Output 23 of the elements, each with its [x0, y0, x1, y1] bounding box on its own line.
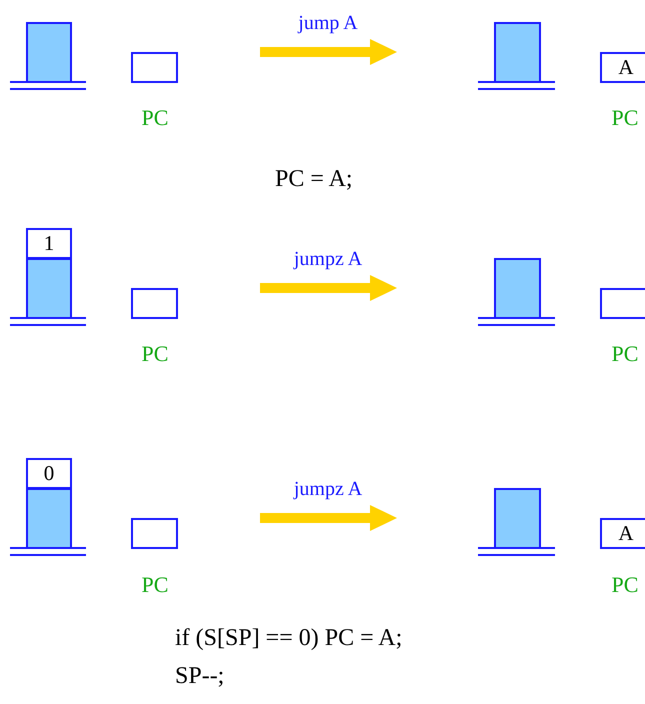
register-box	[131, 52, 178, 83]
stack-block	[494, 258, 541, 319]
stack-block	[26, 258, 72, 319]
register-box	[600, 288, 645, 319]
register-label: PC	[612, 572, 638, 598]
register-box: A	[600, 518, 645, 549]
code-text: PC = A;	[275, 166, 353, 193]
code-text: SP--;	[175, 663, 224, 690]
register-box: A	[600, 52, 645, 83]
register-box	[131, 288, 178, 319]
register-label: PC	[142, 572, 168, 598]
stack-block	[494, 488, 541, 549]
register-label: PC	[612, 105, 638, 131]
register-box	[131, 518, 178, 549]
stack-block	[26, 22, 72, 83]
register-label: PC	[612, 341, 638, 367]
register-label: PC	[142, 105, 168, 131]
register-label: PC	[142, 341, 168, 367]
code-text: if (S[SP] == 0) PC = A;	[175, 625, 402, 652]
stack-block	[26, 488, 72, 549]
stack-cell: 1	[26, 228, 72, 259]
stack-block	[494, 22, 541, 83]
stack-cell: 0	[26, 458, 72, 489]
